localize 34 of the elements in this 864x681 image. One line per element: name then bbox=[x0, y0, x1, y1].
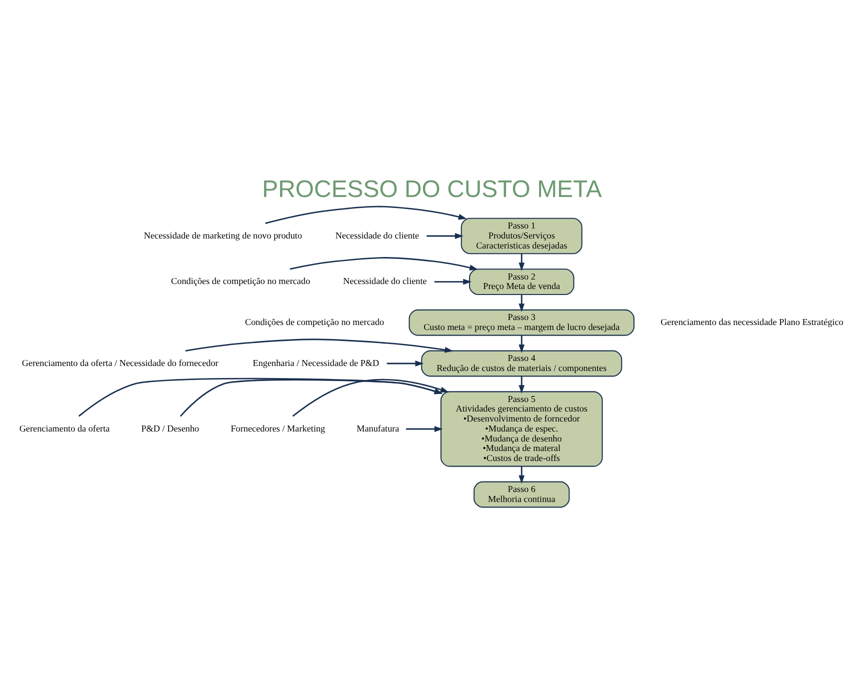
node-box: Passo 4 Redução de custos de materiais / componentes bbox=[421, 350, 622, 376]
label: Gerenciamento das necessidade Plano Estratégico bbox=[660, 316, 844, 327]
arrow bbox=[78, 377, 443, 416]
node-text: Necessidade do cliente bbox=[335, 230, 420, 240]
node-text: Gerenciamento da oferta / Necessidade do fornecedor bbox=[22, 357, 218, 368]
node-box: Passo 1 Produtos/Serviços Caracteristicas desejadas bbox=[460, 217, 582, 254]
label: Condições de competição no mercado bbox=[245, 316, 384, 327]
node-text: P&D / Desenho bbox=[141, 422, 200, 433]
node-text: Engenharia / Necessidade de P&D bbox=[252, 357, 380, 368]
arrow bbox=[265, 205, 467, 224]
arrow bbox=[518, 334, 525, 352]
node-text: Fornecedores / Marketing bbox=[230, 422, 326, 433]
node-box: Passo 3 Custo meta = preço meta – margem de lucro desejada bbox=[408, 308, 634, 336]
node-box: Passo 2 Preço Meta de venda bbox=[468, 268, 574, 294]
arrow bbox=[386, 360, 424, 366]
node-text: Gerenciamento da oferta bbox=[19, 422, 110, 433]
arrow bbox=[290, 256, 478, 270]
arrow bbox=[426, 232, 464, 238]
diagram-title: PROCESSO DO CUSTO META bbox=[262, 175, 602, 202]
node-text: Necessidade de marketing de novo produto bbox=[144, 230, 302, 240]
arrow bbox=[434, 278, 472, 284]
arrow bbox=[185, 338, 454, 352]
arrow bbox=[180, 378, 443, 416]
arrow bbox=[518, 466, 525, 484]
node-text: Manufatura bbox=[356, 422, 400, 433]
arrow bbox=[518, 253, 525, 271]
arrow bbox=[292, 378, 449, 416]
arrow bbox=[518, 376, 525, 394]
arrow bbox=[518, 294, 525, 312]
node-box: Passo 6 Melhoria continua bbox=[474, 480, 570, 508]
node-box: Passo 5 Atividades gerenciamento de custos •Desenvolvimento de forncedor •Mudança de espec. •Mudança de desenho •Mudança de materal •Custos de trade-offs bbox=[440, 390, 603, 466]
node-text: Necessidade do cliente bbox=[343, 276, 427, 286]
arrow bbox=[406, 426, 443, 432]
node-text: Condições de competição no mercado bbox=[171, 276, 310, 286]
